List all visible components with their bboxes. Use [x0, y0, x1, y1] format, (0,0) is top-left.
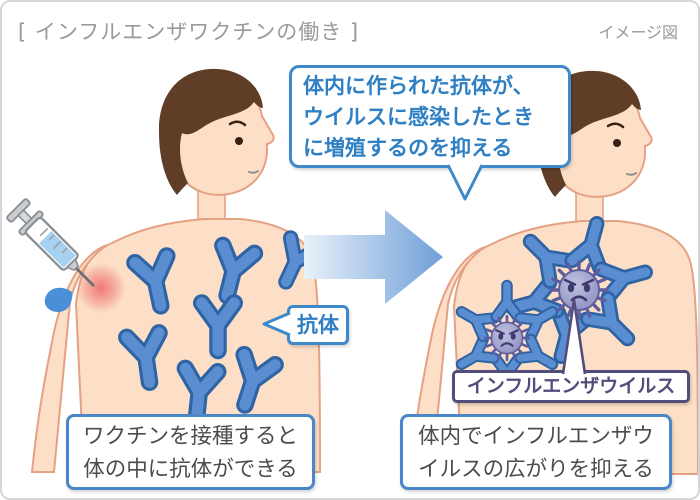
caption-left-line: ワクチンを接種すると: [82, 424, 298, 449]
image-note: イメージ図: [598, 23, 678, 42]
speech-bubble-line: に増殖するのを抑える: [303, 136, 513, 160]
antibody-label: 抗体: [287, 305, 349, 345]
caption-left-line: 体の中に抗体ができる: [83, 457, 298, 482]
influenza-virus-label: インフルエンザウイルス: [452, 370, 690, 403]
caption-right-line: 体内でインフルエンザウ: [418, 424, 654, 449]
transition-arrow-icon: [304, 210, 443, 304]
page-title: [ インフルエンザワクチンの働き ]: [18, 20, 360, 44]
caption-right-line: イルスの広がりを抑える: [418, 457, 654, 482]
person-left-vaccinated: [30, 67, 322, 474]
injection-site-glow: [76, 263, 126, 313]
caption-left: ワクチンを接種すると 体の中に抗体ができる: [66, 414, 315, 490]
speech-bubble: 体内に作られた抗体が、 ウイルスに感染したとき に増殖するのを抑える: [289, 65, 571, 168]
vaccine-drop-icon: [44, 287, 73, 312]
caption-right: 体内でインフルエンザウ イルスの広がりを抑える: [400, 414, 672, 490]
syringe-icon: [6, 198, 96, 288]
speech-bubble-line: 体内に作られた抗体が、: [303, 74, 534, 98]
speech-bubble-line: ウイルスに感染したとき: [303, 105, 534, 129]
